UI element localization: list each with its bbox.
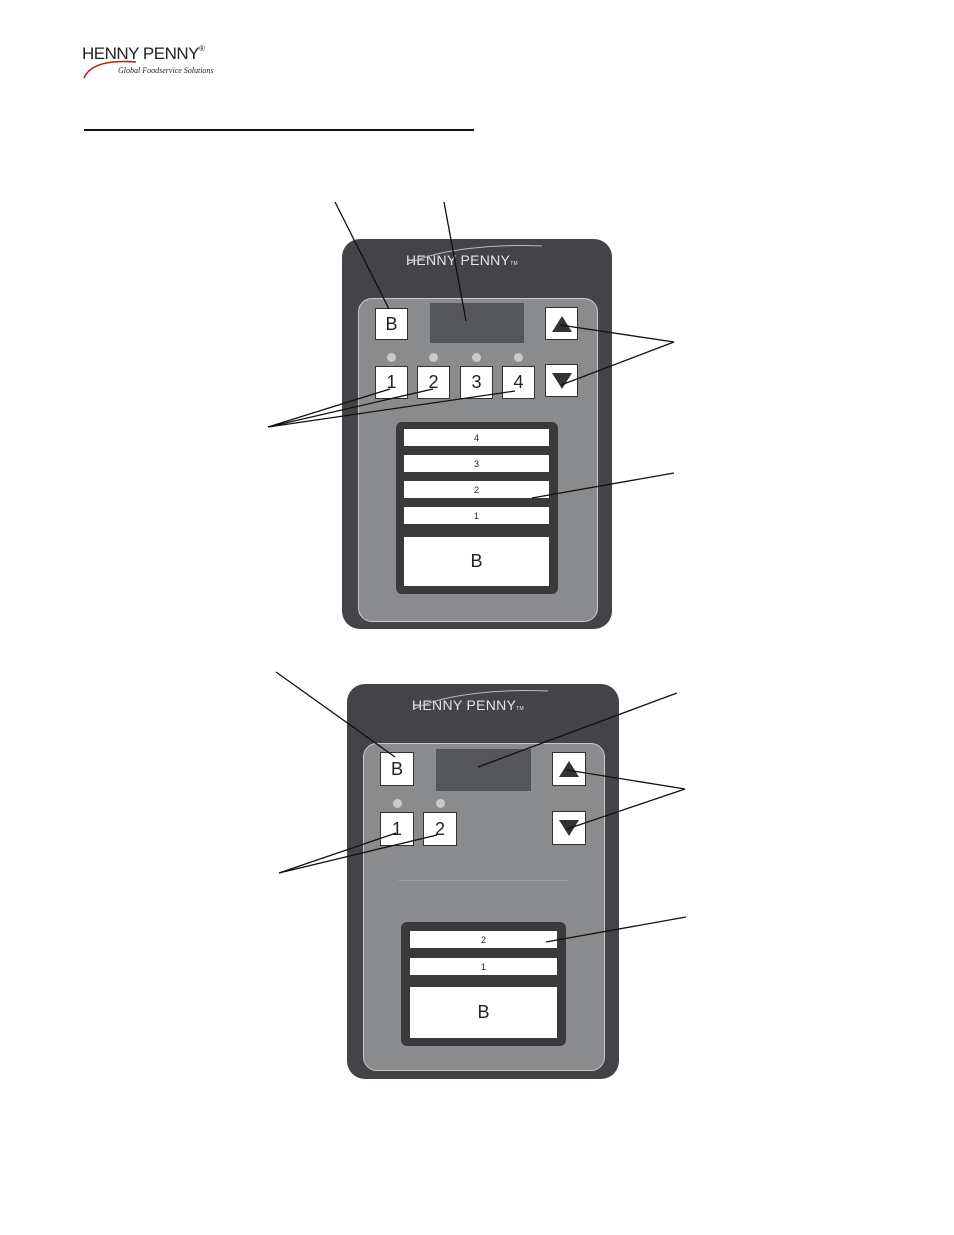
panel-b-led-1 xyxy=(393,799,402,808)
panel-a-product-key-2[interactable]: 2 xyxy=(417,366,450,399)
logo-swoosh-icon xyxy=(83,60,137,79)
panel-b-up-arrow-button[interactable] xyxy=(552,752,586,786)
panel-a-basket-key[interactable]: B xyxy=(375,308,408,340)
panel-b-slot-2: 2 xyxy=(410,931,557,948)
panel-b-led-2 xyxy=(436,799,445,808)
logo-text: HENNY PENNY xyxy=(82,44,200,63)
up-arrow-icon xyxy=(551,315,572,332)
panel-b-basket-key[interactable]: B xyxy=(380,752,414,786)
down-arrow-icon xyxy=(559,820,579,836)
up-arrow-icon xyxy=(559,761,579,777)
panel-a-down-arrow-button[interactable] xyxy=(545,364,578,397)
henny-penny-logo: HENNY PENNY® xyxy=(82,44,205,64)
panel-a-led-3 xyxy=(472,353,481,362)
panel-a-slot-2: 2 xyxy=(404,481,549,498)
panel-a-led-4 xyxy=(514,353,523,362)
panel-a-slot-1: 1 xyxy=(404,507,549,524)
panel-a-product-key-3[interactable]: 3 xyxy=(460,366,493,399)
panel-a-swoosh-icon xyxy=(407,245,543,265)
panel-a-slot-3: 3 xyxy=(404,455,549,472)
panel-a-basket-slot: B xyxy=(404,537,549,586)
panel-b-slot-1: 1 xyxy=(410,958,557,975)
panel-a-led-1 xyxy=(387,353,396,362)
panel-b-product-key-1[interactable]: 1 xyxy=(380,812,414,846)
panel-b-basket-slot: B xyxy=(410,987,557,1038)
panel-a-slot-4: 4 xyxy=(404,429,549,446)
down-arrow-icon xyxy=(551,372,572,389)
panel-b-down-arrow-button[interactable] xyxy=(552,811,586,845)
panel-a-up-arrow-button[interactable] xyxy=(545,307,578,340)
panel-a-product-key-4[interactable]: 4 xyxy=(502,366,535,399)
panel-b-display xyxy=(436,749,531,791)
panel-b-divider xyxy=(398,880,568,881)
header-rule xyxy=(84,129,474,131)
panel-a-led-2 xyxy=(429,353,438,362)
panel-b-swoosh-icon xyxy=(413,690,549,710)
logo-tagline: Global Foodservice Solutions xyxy=(118,66,214,75)
panel-a-display xyxy=(430,303,524,343)
panel-a-product-key-1[interactable]: 1 xyxy=(375,366,408,399)
registered-mark: ® xyxy=(199,44,205,53)
panel-b-product-key-2[interactable]: 2 xyxy=(423,812,457,846)
